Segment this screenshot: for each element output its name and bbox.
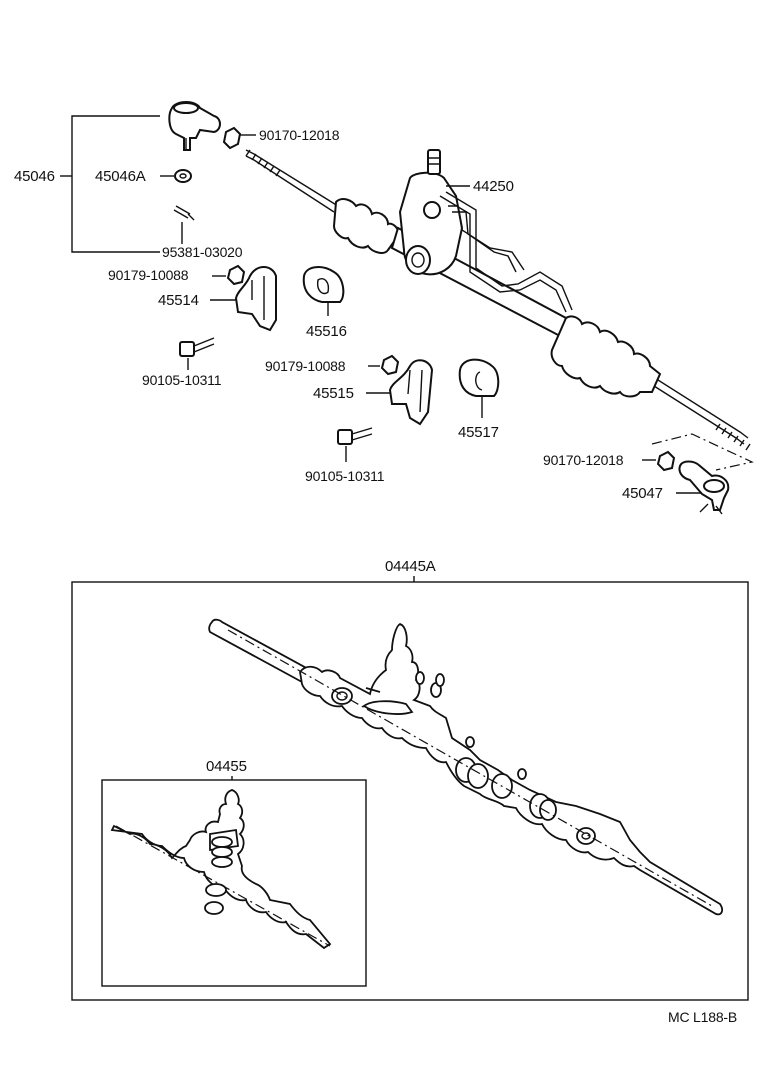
label-45515: 45515: [313, 385, 354, 402]
bolt-90105-left: [179, 337, 215, 357]
nut-90179-left: [226, 264, 246, 286]
bracket-45515: [388, 359, 434, 426]
label-45516: 45516: [306, 323, 347, 340]
nut-90179-mid: [380, 354, 400, 376]
label-45046A: 45046A: [95, 168, 146, 185]
diagram-code: MC L188-B: [668, 1009, 737, 1025]
label-90179-10088-mid: 90179-10088: [265, 358, 346, 374]
label-90105-10311-left: 90105-10311: [142, 372, 222, 388]
bolt-90105-mid: [337, 427, 373, 445]
cotter-pin-95381: [173, 205, 195, 221]
kit-04445A-frame: [71, 581, 749, 1001]
grommet-45516: [302, 266, 345, 303]
nut-90170-top: [222, 126, 242, 150]
bracket-45514: [234, 266, 277, 332]
label-45047: 45047: [622, 485, 663, 502]
grommet-45517: [458, 358, 500, 397]
label-45046: 45046: [14, 168, 55, 185]
label-95381-03020: 95381-03020: [162, 244, 243, 260]
nut-90170-right: [656, 450, 676, 472]
kit-04455-frame: [101, 779, 367, 987]
label-90170-12018-top: 90170-12018: [259, 127, 340, 143]
steering-gear-assembly-44250: [245, 149, 751, 451]
label-45514: 45514: [158, 292, 199, 309]
label-90105-10311-mid: 90105-10311: [305, 468, 385, 484]
label-90170-12018-right: 90170-12018: [543, 452, 624, 468]
pinion-kit-silhouette: [110, 789, 332, 950]
tie-rod-end-right: [678, 460, 730, 515]
label-04455: 04455: [206, 758, 247, 775]
label-45517: 45517: [458, 424, 499, 441]
rack-kit-silhouette: [208, 618, 723, 916]
label-44250: 44250: [473, 178, 514, 195]
tie-rod-end-left: [168, 101, 221, 151]
label-04445A: 04445A: [385, 558, 436, 575]
label-90179-10088-left: 90179-10088: [108, 267, 189, 283]
castle-nut-45046A: [174, 169, 192, 183]
